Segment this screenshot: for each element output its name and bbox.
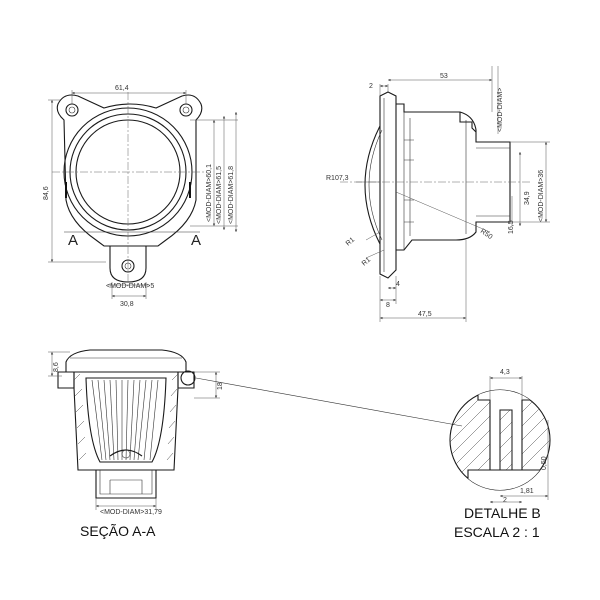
dim-r1b: R1 bbox=[361, 256, 372, 267]
tab-hole bbox=[121, 259, 135, 273]
dim-width: 61,4 bbox=[115, 85, 129, 92]
dim-r50: R50 bbox=[479, 228, 494, 241]
dim-flange: 2 bbox=[369, 83, 373, 90]
dim-4: 4 bbox=[396, 281, 400, 288]
dim-2: 2 bbox=[503, 497, 507, 504]
section-title: SEÇÃO A-A bbox=[80, 523, 156, 539]
side-flange bbox=[379, 91, 397, 279]
detail-title: DETALHE B bbox=[464, 505, 541, 521]
dim-tab-diam: <MOD-DIAM>5 bbox=[106, 283, 154, 290]
detail-scale: ESCALA 2 : 1 bbox=[454, 524, 540, 540]
detail-b-marker bbox=[180, 370, 196, 386]
dim-165: 16,5 bbox=[508, 220, 515, 234]
section-mark-left: A bbox=[68, 232, 78, 249]
front-view: A A 61,4 84,6 <MOD-DIAM>60,1 <MOD-DIAM>6… bbox=[43, 85, 238, 308]
dim-r1a: R1 bbox=[345, 236, 356, 247]
dim-8: 8 bbox=[386, 302, 390, 309]
dim-r107: R107,3 bbox=[326, 175, 349, 182]
reflector-ribs bbox=[91, 379, 159, 461]
dim-diam-c: <MOD-DIAM>61,8 bbox=[228, 166, 235, 224]
bottom-tab bbox=[109, 246, 147, 283]
section-mark-right: A bbox=[191, 232, 201, 249]
dim-height: 84,6 bbox=[43, 186, 50, 200]
dim-bottom-diam: <MOD-DIAM>31,79 bbox=[100, 509, 162, 516]
dim-diam-a: <MOD-DIAM>60,1 bbox=[206, 164, 213, 222]
detail-view: 4,3 1,81 2 0,50 DETALHE B ESCALA 2 : 1 bbox=[449, 369, 551, 540]
section-top-rim bbox=[65, 349, 187, 373]
dim-length-top: 53 bbox=[440, 73, 448, 80]
front-body-outline bbox=[56, 94, 203, 247]
dim-diam-b: <MOD-DIAM>61,5 bbox=[216, 166, 223, 224]
dim-349: 34,9 bbox=[524, 191, 531, 205]
dim-43: 4,3 bbox=[500, 369, 510, 376]
dim-top-diam: <MOD-DIAM> bbox=[497, 88, 504, 132]
dim-18: 18 bbox=[217, 382, 224, 390]
dim-86: 8,6 bbox=[53, 362, 60, 372]
right-lug-hole bbox=[179, 103, 193, 117]
dim-050: 0,50 bbox=[541, 456, 548, 470]
section-cup bbox=[73, 372, 179, 471]
section-reflector bbox=[85, 377, 167, 463]
dim-tab-width: 30,8 bbox=[120, 301, 134, 308]
left-lug-hole bbox=[65, 103, 79, 117]
side-body bbox=[396, 103, 511, 251]
dim-181: 1,81 bbox=[520, 488, 534, 495]
section-socket bbox=[95, 470, 157, 499]
side-view: 2 53 <MOD-DIAM> R107,3 R1 R1 R50 34,9 16… bbox=[326, 66, 550, 322]
section-view: 8,6 18 <MOD-DIAM>31,79 SEÇÃO A-A bbox=[48, 349, 463, 539]
dim-diam36: <MOD-DIAM>36 bbox=[538, 170, 545, 222]
side-lens-dome bbox=[364, 125, 381, 245]
dim-475: 47,5 bbox=[418, 311, 432, 318]
